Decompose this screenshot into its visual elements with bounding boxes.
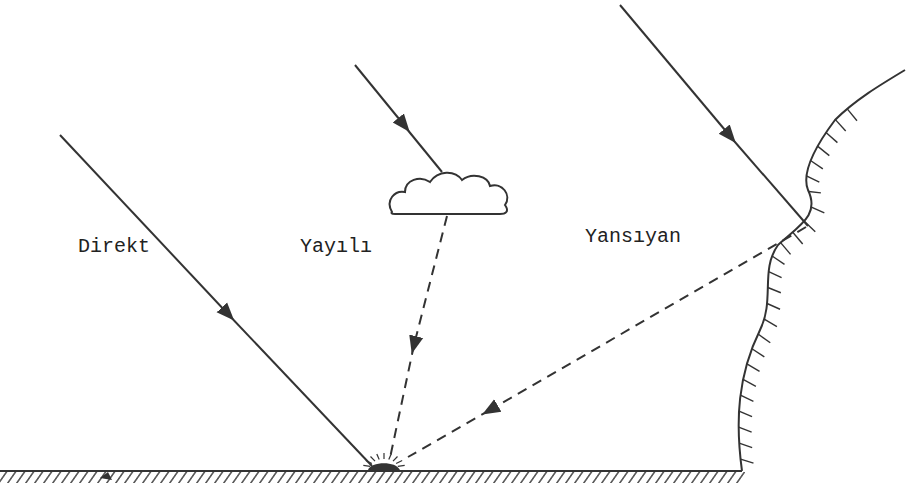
direct-ray [60,135,228,314]
incoming-ray [728,134,808,226]
direct-ray [226,312,372,466]
cloud [390,173,508,214]
diffuse-ray [390,345,414,458]
ground-mark [100,472,112,480]
incoming-ray [402,123,442,172]
radiation-label: Direkt [78,237,150,257]
ground-hatch [0,472,745,483]
incoming-ray [355,65,404,125]
absorber-spot [368,463,400,470]
cliff-hatch [739,109,857,463]
ground-line [0,470,742,472]
radiation-label: Yansıyan [585,227,681,247]
reflected-ray [408,410,490,457]
diffuse-ray [414,216,447,345]
incoming-ray [620,5,730,136]
cliff-outline [739,70,905,471]
glow-rays [363,453,404,466]
reflected-ray [490,227,806,410]
radiation-label: Yayılı [300,237,372,257]
